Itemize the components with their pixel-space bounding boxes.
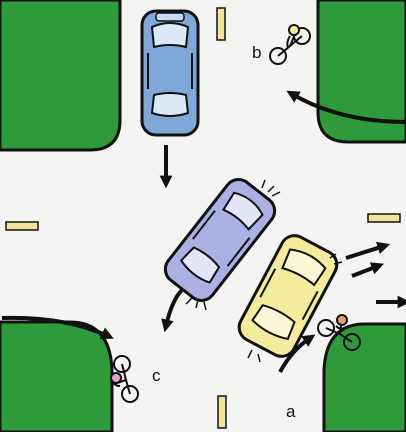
arrow-icon	[278, 334, 316, 373]
arrow-icon	[161, 288, 184, 333]
lane-marking-right	[367, 213, 401, 223]
car-blue-icon	[140, 9, 200, 137]
label-b: b	[252, 43, 261, 62]
lane-markings	[5, 7, 401, 429]
arrow-icon	[1, 315, 114, 340]
grass-top-right	[316, 0, 406, 144]
bicycle-b-icon	[269, 24, 311, 65]
label-a: a	[286, 402, 296, 421]
lane-marking-top	[216, 7, 226, 41]
lane-marking-bottom	[217, 395, 227, 429]
car-yellow-icon	[237, 234, 339, 358]
grass-top-left	[0, 0, 122, 152]
bicycle-a-icon	[317, 314, 361, 351]
arrow-icon	[351, 262, 384, 278]
bicycle-c-icon	[110, 355, 139, 403]
grass-bottom-left	[0, 320, 114, 432]
arrows	[1, 90, 406, 373]
motion-ticks	[185, 179, 343, 363]
arrow-icon	[345, 241, 391, 260]
car-lavender-icon	[163, 178, 277, 302]
lane-marking-left	[5, 221, 39, 231]
label-c: c	[152, 366, 161, 385]
arrow-icon	[286, 90, 406, 124]
grass-bottom-right	[322, 322, 406, 432]
